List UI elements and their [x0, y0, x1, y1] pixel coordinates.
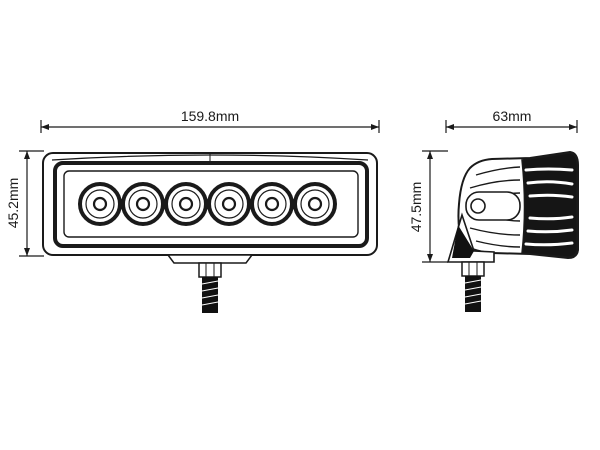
- led-module: [121, 182, 165, 226]
- front-height-label: 45.2mm: [5, 178, 21, 229]
- front-mount-base: [166, 254, 254, 264]
- side-mount-bracket-dark: [452, 225, 474, 258]
- led-module: [250, 182, 294, 226]
- front-view: 159.8mm 45.2mm: [5, 108, 380, 313]
- led-module: [293, 182, 337, 226]
- side-pivot-bolt: [470, 198, 486, 214]
- front-lens-inner: [63, 170, 359, 238]
- front-width-dimension: [40, 120, 380, 133]
- side-cooling-fins: [524, 167, 574, 247]
- led-module: [207, 182, 251, 226]
- led-module: [78, 182, 122, 226]
- side-width-dimension: [445, 120, 578, 133]
- side-width-label: 63mm: [493, 108, 532, 124]
- front-height-dimension: [19, 150, 44, 257]
- led-row: [78, 182, 337, 226]
- front-bolt-nut: [198, 262, 222, 278]
- side-height-label: 47.5mm: [408, 182, 424, 233]
- side-view: 63mm 47.5mm: [408, 108, 579, 312]
- front-width-label: 159.8mm: [181, 108, 239, 124]
- side-bolt-nut: [461, 261, 485, 277]
- led-module: [164, 182, 208, 226]
- side-height-dimension: [422, 150, 448, 263]
